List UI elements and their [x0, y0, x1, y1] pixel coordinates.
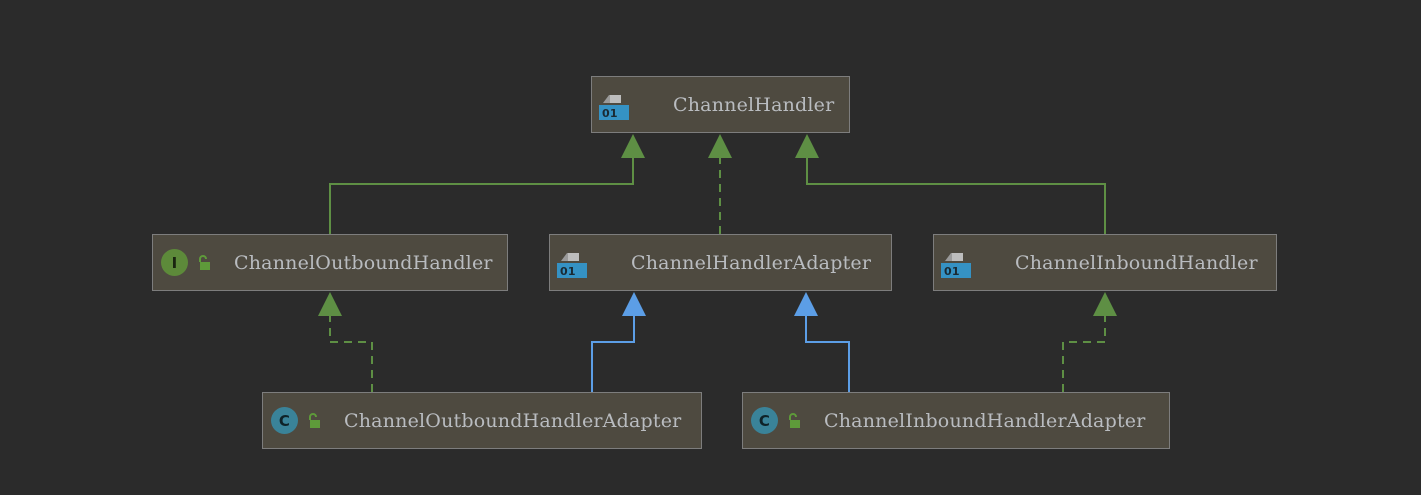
node-label: ChannelOutboundHandler [234, 251, 493, 274]
edge-outbound-to-handler [329, 134, 645, 234]
node-label: ChannelHandlerAdapter [631, 251, 872, 274]
node-label: ChannelHandler [673, 93, 835, 116]
node-channel-handler[interactable]: 01 ChannelHandler [591, 76, 850, 133]
edge-outbound-adapter-to-outbound [318, 292, 373, 392]
edge-inbound-adapter-to-inbound [1062, 292, 1117, 392]
abstract-file-icon: 01 [599, 95, 629, 120]
edge-adapter-to-handler [708, 134, 732, 234]
abstract-file-icon: 01 [941, 253, 971, 278]
interface-icon-letter: I [171, 253, 178, 272]
class-icon: C [751, 407, 778, 434]
file-icon-text: 01 [944, 265, 960, 278]
edge-inbound-adapter-to-adapter [794, 292, 850, 392]
node-channel-handler-adapter[interactable]: 01 ChannelHandlerAdapter [549, 234, 892, 291]
abstract-file-icon: 01 [557, 253, 587, 278]
file-icon-text: 01 [560, 265, 576, 278]
unlocked-padlock-icon [309, 413, 320, 428]
class-icon-letter: C [278, 411, 291, 430]
node-label: ChannelInboundHandlerAdapter [824, 409, 1146, 432]
node-channel-inbound-handler[interactable]: 01 ChannelInboundHandler [933, 234, 1277, 291]
node-label: ChannelInboundHandler [1015, 251, 1258, 274]
unlocked-padlock-icon [789, 413, 800, 428]
unlocked-padlock-icon [199, 255, 210, 270]
node-channel-outbound-handler[interactable]: I ChannelOutboundHandler [152, 234, 508, 291]
file-icon-text: 01 [602, 107, 618, 120]
interface-icon: I [161, 249, 188, 276]
class-icon-letter: C [758, 411, 771, 430]
edge-outbound-adapter-to-adapter [591, 292, 646, 392]
node-label: ChannelOutboundHandlerAdapter [344, 409, 682, 432]
edge-inbound-to-handler [795, 134, 1106, 234]
node-channel-inbound-handler-adapter[interactable]: C ChannelInboundHandlerAdapter [742, 392, 1170, 449]
node-channel-outbound-handler-adapter[interactable]: C ChannelOutboundHandlerAdapter [262, 392, 702, 449]
class-icon: C [271, 407, 298, 434]
